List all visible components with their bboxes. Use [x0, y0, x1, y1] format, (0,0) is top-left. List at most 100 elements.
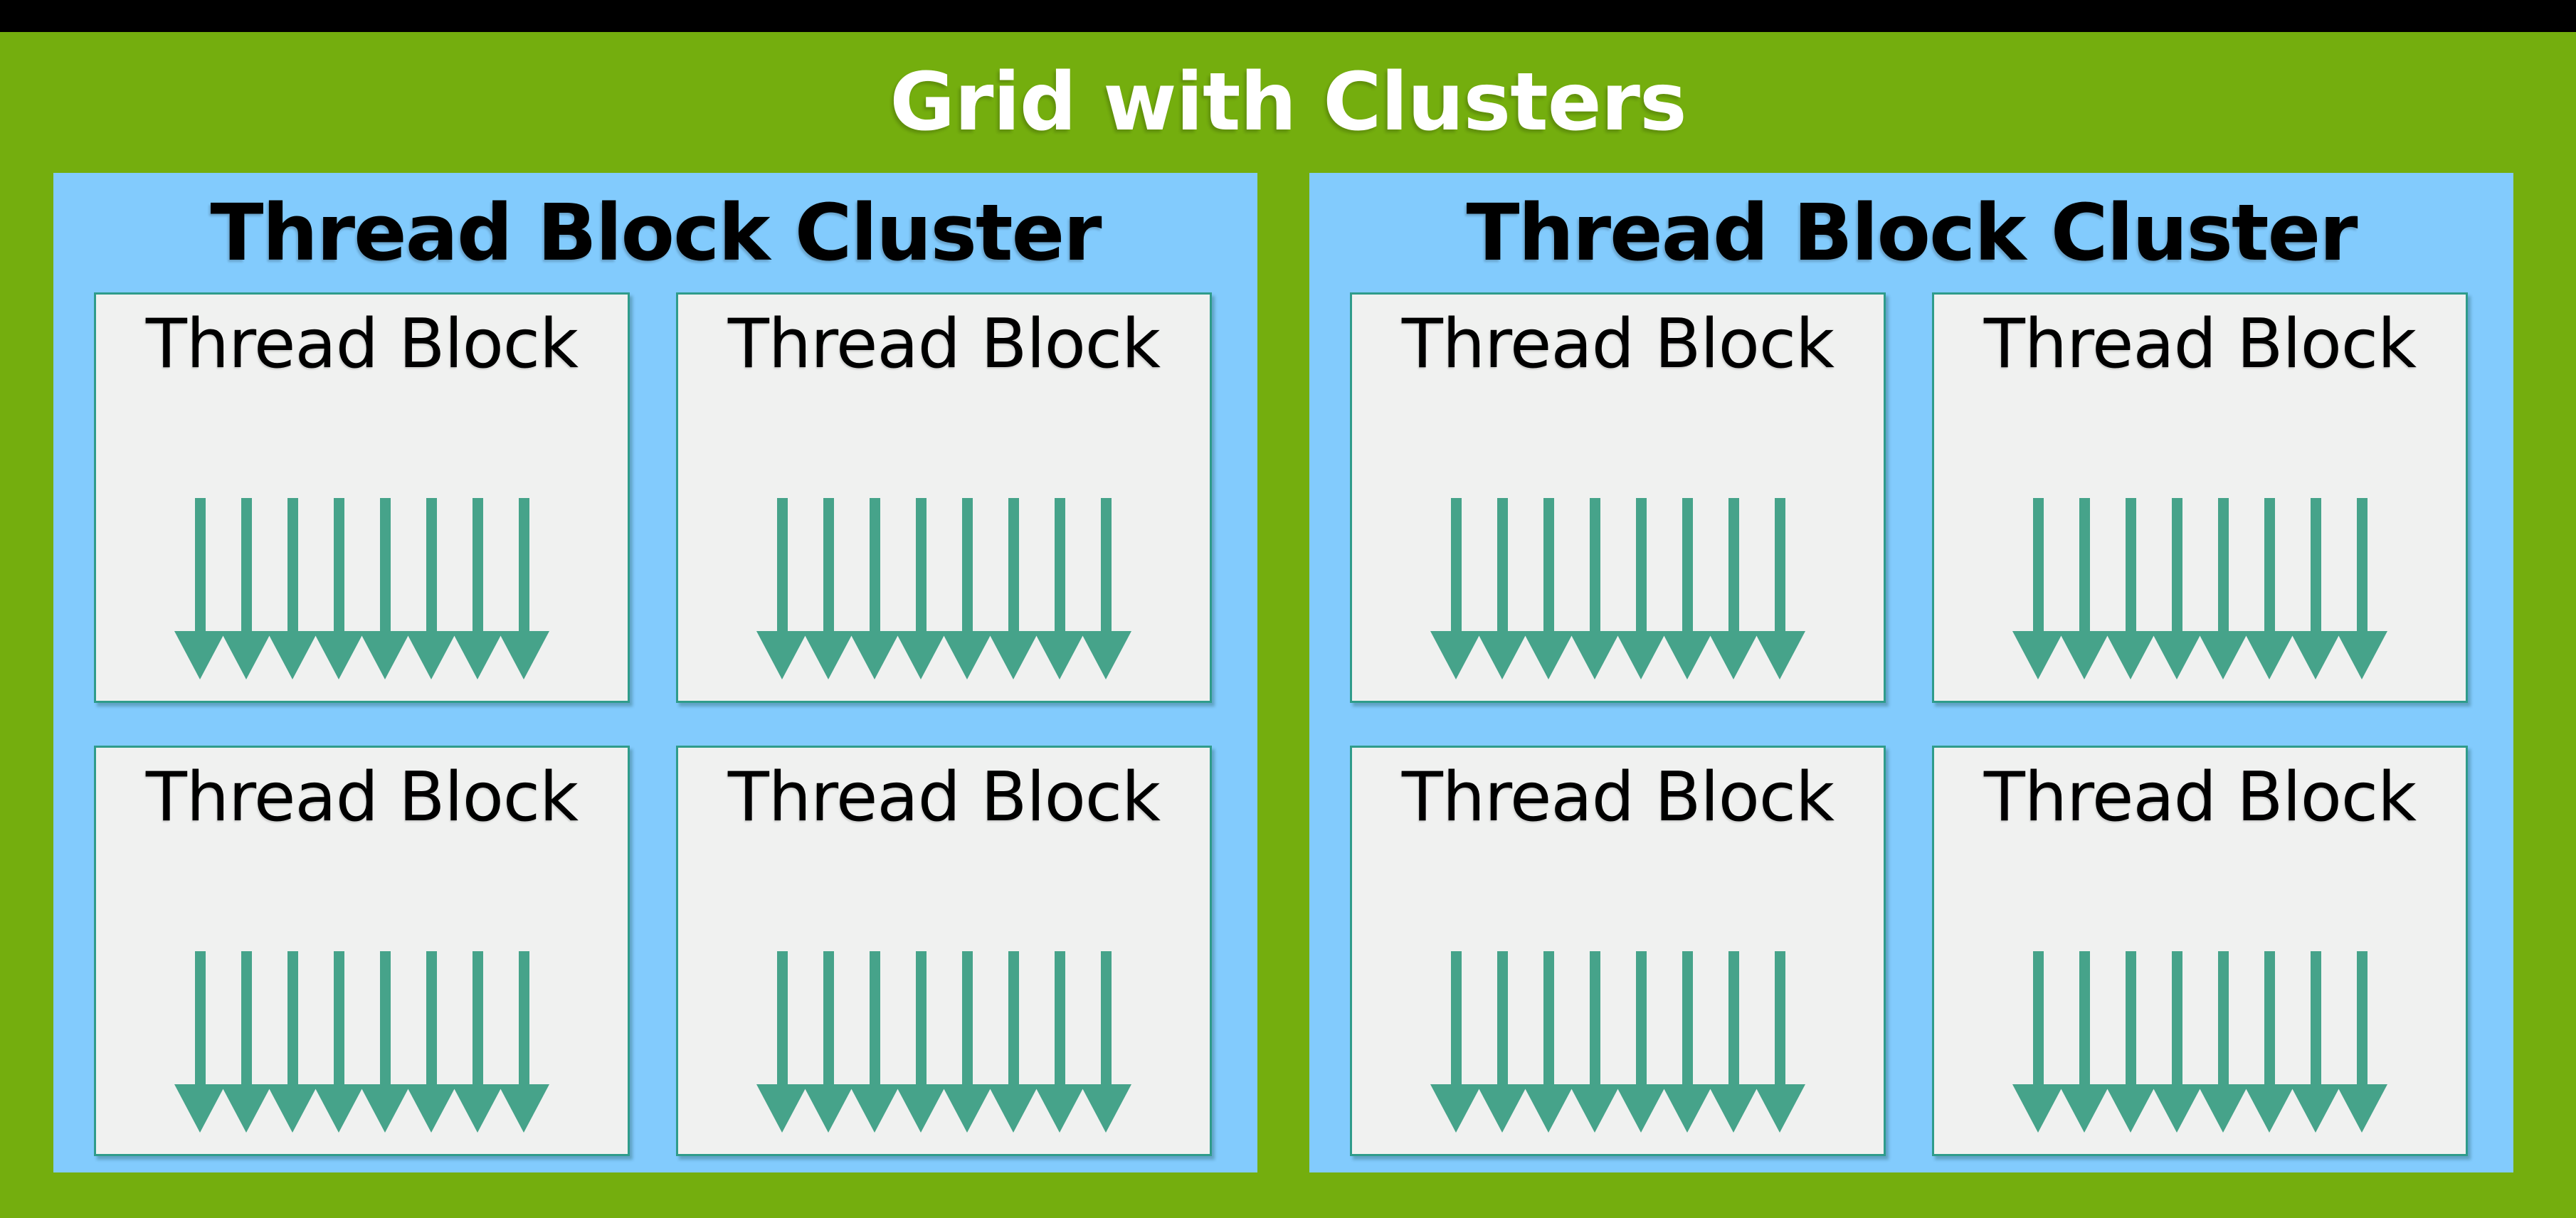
- thread-down-arrow-icon: [267, 498, 318, 679]
- arrow-head: [941, 631, 993, 679]
- arrow-stem: [870, 498, 880, 635]
- thread-down-arrow-icon: [406, 498, 457, 679]
- arrow-stem: [823, 498, 834, 635]
- arrow-head: [359, 631, 411, 679]
- arrow-stem: [1008, 498, 1019, 635]
- arrow-head: [1569, 1084, 1620, 1133]
- thread-down-arrow-icon: [756, 498, 808, 679]
- arrow-stem: [241, 951, 252, 1088]
- thread-block-label: Thread Block: [727, 305, 1161, 383]
- arrow-head: [1477, 1084, 1528, 1133]
- thread-down-arrow-icon: [1708, 498, 1759, 679]
- arrow-stem: [916, 498, 927, 635]
- thread-block-label: Thread Block: [145, 758, 579, 837]
- arrow-head: [174, 1084, 226, 1133]
- diagram-title: Grid with Clusters: [890, 56, 1686, 149]
- arrow-stem: [1728, 498, 1739, 635]
- arrow-stem: [1101, 951, 1112, 1088]
- arrow-head: [988, 1084, 1039, 1133]
- arrow-stem: [2079, 951, 2090, 1088]
- arrow-stem: [962, 498, 973, 635]
- thread-down-arrow-icon: [2197, 498, 2249, 679]
- thread-down-arrow-icon: [221, 951, 272, 1133]
- arrow-stem: [2311, 951, 2321, 1088]
- arrow-head: [1523, 631, 1574, 679]
- thread-down-arrow-icon: [1080, 951, 1131, 1133]
- arrow-head: [221, 1084, 272, 1133]
- arrow-stem: [2264, 951, 2275, 1088]
- arrow-stem: [426, 951, 437, 1088]
- arrow-head: [2197, 1084, 2249, 1133]
- arrow-stem: [287, 498, 298, 635]
- thread-down-arrow-icon: [803, 498, 854, 679]
- arrow-stem: [2172, 951, 2182, 1088]
- top-letterbox-bar: [0, 0, 2576, 32]
- thread-down-arrow-icon: [2012, 951, 2064, 1133]
- arrow-stem: [1055, 498, 1065, 635]
- thread-down-arrow-icon: [2151, 951, 2202, 1133]
- arrow-stem: [334, 498, 344, 635]
- arrow-head: [2290, 631, 2341, 679]
- thread-down-arrow-icon: [988, 498, 1039, 679]
- thread-block-cluster: Thread Block Cluster Thread Block Th: [53, 173, 1257, 1172]
- arrow-stem: [2311, 498, 2321, 635]
- arrow-stem: [823, 951, 834, 1088]
- thread-down-arrow-icon: [849, 951, 900, 1133]
- thread-block-label: Thread Block: [145, 305, 579, 383]
- thread-down-arrow-icon: [2197, 951, 2249, 1133]
- thread-down-arrow-icon: [1477, 498, 1528, 679]
- arrow-head: [2151, 1084, 2202, 1133]
- arrow-stem: [1497, 951, 1508, 1088]
- thread-arrows-group: [1352, 951, 1884, 1133]
- thread-down-arrow-icon: [1430, 951, 1482, 1133]
- arrow-stem: [1008, 951, 1019, 1088]
- arrow-head: [849, 1084, 900, 1133]
- arrow-head: [174, 631, 226, 679]
- arrow-head: [2290, 1084, 2341, 1133]
- thread-block: Thread Block: [1932, 292, 2468, 703]
- thread-arrows-group: [1352, 498, 1884, 679]
- thread-down-arrow-icon: [941, 498, 993, 679]
- thread-down-arrow-icon: [941, 951, 993, 1133]
- thread-down-arrow-icon: [1662, 951, 1713, 1133]
- arrow-stem: [380, 951, 391, 1088]
- thread-down-arrow-icon: [1754, 498, 1805, 679]
- thread-down-arrow-icon: [313, 951, 364, 1133]
- arrow-head: [849, 631, 900, 679]
- arrow-head: [756, 1084, 808, 1133]
- arrow-head: [895, 1084, 946, 1133]
- arrow-stem: [1543, 498, 1554, 635]
- arrow-stem: [519, 951, 529, 1088]
- thread-down-arrow-icon: [895, 951, 946, 1133]
- arrow-stem: [2218, 498, 2229, 635]
- thread-down-arrow-icon: [895, 498, 946, 679]
- arrow-head: [1754, 631, 1805, 679]
- arrow-head: [1430, 1084, 1482, 1133]
- thread-down-arrow-icon: [1034, 951, 1085, 1133]
- thread-down-arrow-icon: [2290, 951, 2341, 1133]
- thread-block: Thread Block: [1932, 746, 2468, 1156]
- arrow-head: [803, 631, 854, 679]
- arrow-stem: [1682, 951, 1693, 1088]
- thread-down-arrow-icon: [1615, 498, 1667, 679]
- thread-down-arrow-icon: [2105, 498, 2156, 679]
- arrow-stem: [2126, 498, 2136, 635]
- arrow-head: [498, 631, 549, 679]
- thread-down-arrow-icon: [756, 951, 808, 1133]
- thread-down-arrow-icon: [1569, 498, 1620, 679]
- thread-down-arrow-icon: [2290, 498, 2341, 679]
- arrow-stem: [1775, 498, 1785, 635]
- thread-down-arrow-icon: [1708, 951, 1759, 1133]
- thread-down-arrow-icon: [1569, 951, 1620, 1133]
- arrow-head: [2151, 631, 2202, 679]
- arrow-head: [1615, 631, 1667, 679]
- thread-down-arrow-icon: [1034, 498, 1085, 679]
- arrow-stem: [241, 498, 252, 635]
- arrow-stem: [287, 951, 298, 1088]
- thread-down-arrow-icon: [452, 951, 503, 1133]
- arrow-head: [452, 631, 503, 679]
- thread-down-arrow-icon: [1080, 498, 1131, 679]
- arrow-stem: [1451, 951, 1462, 1088]
- thread-down-arrow-icon: [1523, 498, 1574, 679]
- arrow-head: [1477, 631, 1528, 679]
